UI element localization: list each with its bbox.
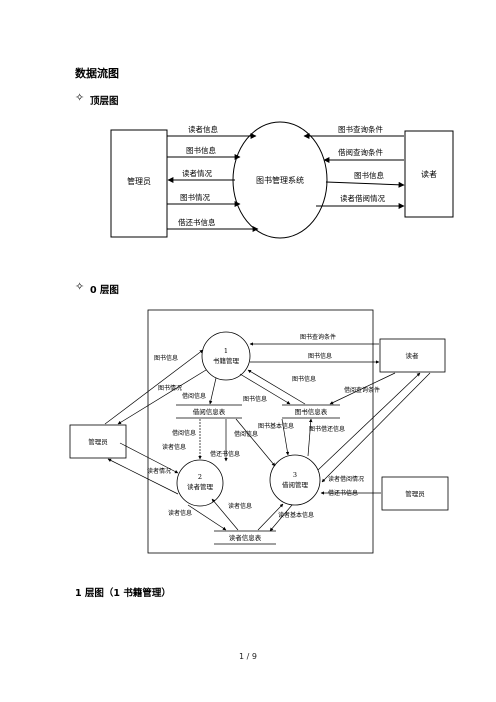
flow-arrow xyxy=(211,498,239,531)
flow-label: 借阅信息 xyxy=(182,392,206,400)
process-reader-management xyxy=(176,459,224,507)
flow-label: 读者情况 xyxy=(147,467,171,475)
flow-arrow xyxy=(321,372,431,483)
entity-reader-label: 读者 xyxy=(406,351,420,360)
process-1-name: 书籍管理 xyxy=(213,356,240,365)
flow-arrow xyxy=(307,418,313,457)
flow-arrow xyxy=(317,372,421,471)
flow-label: 借还书信息 xyxy=(210,450,240,458)
flow-label: 读者借阅情况 xyxy=(328,475,364,483)
sparkle-bullet-icon: ✧ xyxy=(75,280,85,293)
flow-label: 读者信息 xyxy=(162,443,186,451)
process-1-number: 1 xyxy=(224,347,228,355)
process-2-name: 读者管理 xyxy=(187,482,214,491)
process-borrow-management xyxy=(269,454,321,506)
flow-arrow xyxy=(119,442,179,474)
flow-label: 借还书信息 xyxy=(178,217,216,227)
flow-arrow xyxy=(281,418,290,456)
flow-arrow xyxy=(329,372,396,405)
flow-label: 读者基本信息 xyxy=(278,511,314,519)
process-book-management xyxy=(201,331,251,381)
entity-reader-box xyxy=(379,338,446,373)
doc-title: 数据流图 xyxy=(75,67,119,80)
store-reader-label: 读者信息表 xyxy=(229,533,262,542)
entity-admin-label: 管理员 xyxy=(127,176,151,186)
flow-label: 图书基本信息 xyxy=(258,422,294,430)
entity-admin-left-box xyxy=(69,424,127,459)
flow-label: 读者信息 xyxy=(228,502,252,510)
entity-reader-box xyxy=(404,130,454,218)
entity-admin-right-box xyxy=(381,476,449,511)
flow-arrow xyxy=(257,503,284,531)
flow-label: 图书查询条件 xyxy=(338,124,383,134)
flow-label: 图书信息 xyxy=(308,352,332,360)
section-zero-heading: 0 层图 xyxy=(90,285,119,296)
flow-arrow xyxy=(239,373,291,405)
section-one-heading: 1 层图（1 书籍管理） xyxy=(75,588,171,599)
flow-label: 借阅信息 xyxy=(234,430,258,438)
flow-label: 读者信息 xyxy=(168,509,192,517)
flow-label: 图书信息 xyxy=(243,395,267,403)
flow-label: 图书借还信息 xyxy=(309,425,345,433)
entity-admin-left-label: 管理员 xyxy=(88,437,108,446)
flow-label: 图书查询条件 xyxy=(300,333,336,341)
flow-arrow xyxy=(325,181,405,188)
flow-label: 借还书信息 xyxy=(328,489,358,497)
flow-label: 读者情况 xyxy=(182,168,212,178)
flow-label: 图书情况 xyxy=(158,384,182,392)
process-3-number: 3 xyxy=(293,471,297,479)
store-book-label: 图书信息表 xyxy=(295,407,328,416)
flow-label: 读者信息 xyxy=(188,124,218,134)
flow-label: 图书信息 xyxy=(186,145,216,155)
flow-label: 借阅查询条件 xyxy=(344,386,380,394)
entity-admin-box xyxy=(110,129,168,238)
sparkle-bullet-icon: ✧ xyxy=(75,91,85,104)
flow-arrow xyxy=(117,369,207,425)
flow-arrow xyxy=(247,369,306,405)
process-2-number: 2 xyxy=(198,473,202,481)
flow-arrow xyxy=(187,504,227,531)
flow-label: 图书信息 xyxy=(154,354,178,362)
flow-label: 借阅信息 xyxy=(172,429,196,437)
page-number: 1 / 9 xyxy=(239,652,257,661)
system-boundary xyxy=(147,309,374,554)
flow-arrow xyxy=(104,349,204,425)
flow-label: 图书情况 xyxy=(180,192,210,202)
flow-label: 图书信息 xyxy=(354,170,384,180)
flow-arrow xyxy=(235,418,276,467)
flow-arrow xyxy=(209,377,217,405)
process-system-label: 图书管理系统 xyxy=(256,175,304,185)
flow-label: 借阅查询条件 xyxy=(338,147,383,157)
entity-admin-right-label: 管理员 xyxy=(405,489,425,498)
entity-reader-label: 读者 xyxy=(421,169,437,179)
flow-label: 图书信息 xyxy=(292,375,316,383)
flow-label: 读者借阅情况 xyxy=(340,193,385,203)
process-3-name: 借阅管理 xyxy=(282,480,309,489)
section-top-heading: 顶层图 xyxy=(90,96,119,107)
flow-arrow xyxy=(269,504,293,532)
store-borrow-label: 借阅信息表 xyxy=(193,407,226,416)
flow-arrow xyxy=(107,458,179,495)
